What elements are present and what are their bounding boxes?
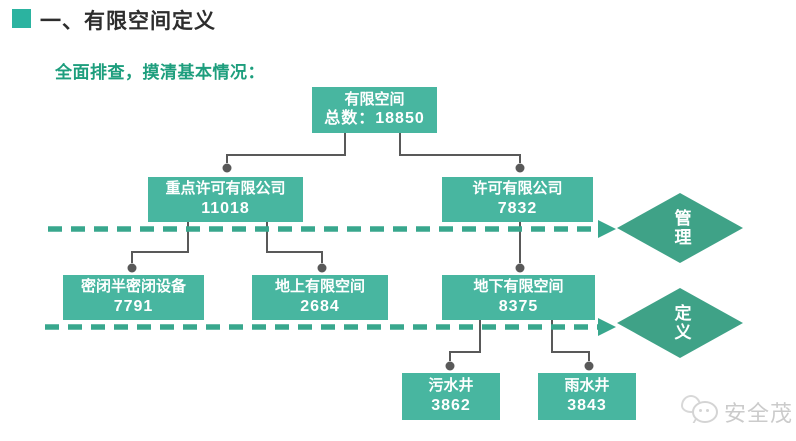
node-sewage-well: 污水井 3862 bbox=[402, 373, 500, 420]
subtitle: 全面排查，摸清基本情况： bbox=[55, 63, 265, 82]
node-value: 3843 bbox=[567, 396, 607, 414]
tree-connectors bbox=[131, 133, 590, 361]
watermark-text: 安全茂 bbox=[724, 401, 794, 426]
node-key-licensed-companies: 重点许可有限公司 11018 bbox=[148, 177, 303, 222]
node-label: 地上有限空间 bbox=[274, 278, 365, 296]
node-above-ground-space: 地上有限空间 2684 bbox=[252, 275, 388, 320]
definition-diamond-label: 定义 bbox=[671, 304, 691, 342]
node-value: 总数：18850 bbox=[324, 110, 425, 128]
node-value: 7832 bbox=[497, 199, 538, 217]
definition-dashed-arrow bbox=[45, 318, 616, 336]
node-value: 7791 bbox=[113, 297, 154, 315]
node-value: 3862 bbox=[431, 396, 471, 414]
management-dashed-arrow bbox=[48, 220, 616, 238]
management-diamond-shape bbox=[617, 193, 743, 263]
node-label: 许可有限公司 bbox=[472, 180, 563, 198]
page-title: 一、有限空间定义 bbox=[40, 10, 216, 33]
node-label: 密闭半密闭设备 bbox=[80, 278, 186, 296]
wechat-bubbles-icon bbox=[692, 401, 718, 423]
node-limited-space-total: 有限空间 总数：18850 bbox=[312, 87, 437, 133]
node-label: 重点许可有限公司 bbox=[165, 180, 286, 198]
definition-diamond-shape bbox=[617, 288, 743, 358]
node-licensed-companies: 许可有限公司 7832 bbox=[442, 177, 593, 222]
node-value: 11018 bbox=[201, 199, 250, 217]
node-value: 2684 bbox=[300, 297, 340, 315]
node-label: 有限空间 bbox=[344, 90, 405, 108]
node-label: 地下有限空间 bbox=[473, 278, 564, 296]
node-sealed-semi-sealed-equipment: 密闭半密闭设备 7791 bbox=[63, 275, 204, 320]
connector-end-dots bbox=[127, 163, 594, 371]
node-underground-space: 地下有限空间 8375 bbox=[442, 275, 595, 320]
watermark-logo: 安全茂 bbox=[676, 392, 796, 432]
title-bullet-square bbox=[12, 9, 31, 28]
node-rain-well: 雨水井 3843 bbox=[538, 373, 636, 420]
node-label: 雨水井 bbox=[564, 377, 610, 395]
node-value: 8375 bbox=[498, 297, 539, 315]
node-label: 污水井 bbox=[428, 377, 474, 395]
management-diamond-label: 管理 bbox=[671, 209, 691, 247]
